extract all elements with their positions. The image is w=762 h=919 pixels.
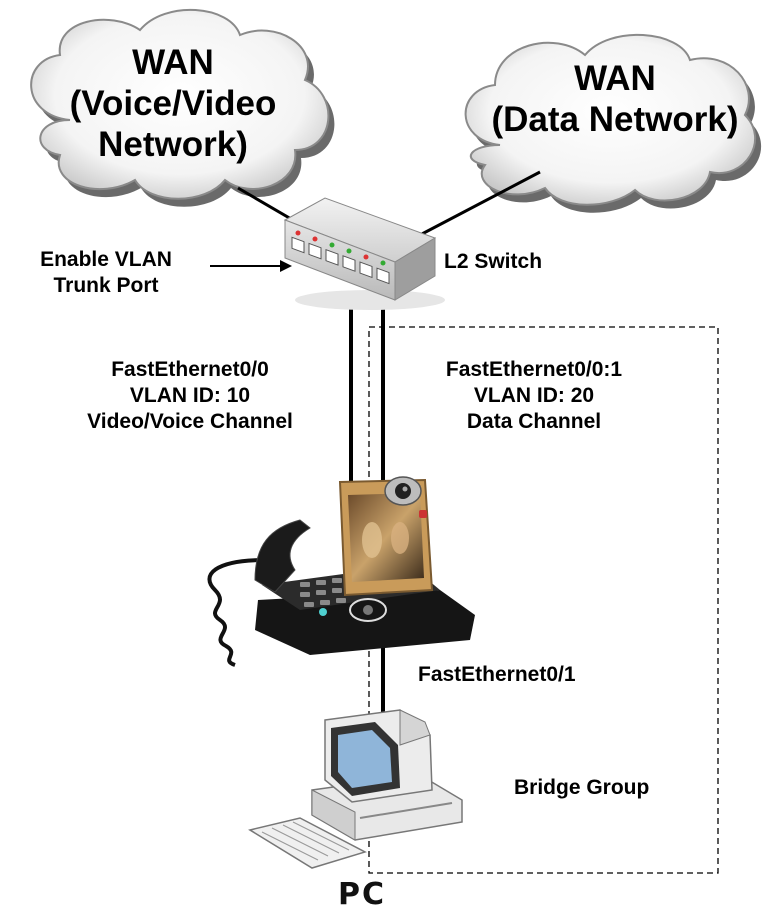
link-label-line: VLAN ID: 20: [473, 384, 595, 407]
l2-switch-icon: [283, 197, 445, 310]
trunk-port-note: Enable VLAN Trunk Port: [16, 247, 196, 299]
pc-icon: [248, 709, 463, 869]
wan-voice-video-cloud: [30, 9, 335, 207]
video-phone-icon: [207, 476, 475, 667]
wan-voice-video-label: WAN (Voice/Video Network): [42, 42, 304, 165]
wan-data-label: WAN (Data Network): [470, 58, 760, 140]
cloud-line: WAN: [574, 59, 656, 98]
link-data-cloud-to-switch: [419, 170, 541, 237]
cloud-shape: [464, 34, 757, 206]
trunk-note-line: Trunk Port: [53, 274, 159, 297]
link-label-line: VLAN ID: 10: [129, 384, 251, 407]
link-label-line: Data Channel: [466, 410, 602, 433]
pc-label: PC: [338, 877, 387, 912]
link-label-line: FastEthernet0/0:1: [445, 358, 623, 381]
vlan10-link-label: FastEthernet0/0 VLAN ID: 10 Video/Voice …: [58, 357, 322, 435]
l2-switch-label: L2 Switch: [444, 250, 543, 273]
bridge-group-label: Bridge Group: [514, 776, 650, 799]
bridge-group-box: [368, 326, 719, 874]
trunk-note-line: Enable VLAN: [40, 248, 172, 271]
wan-data-cloud: [464, 34, 762, 213]
link-label-line: FastEthernet0/0: [111, 358, 269, 381]
link-label-line: Video/Voice Channel: [87, 410, 293, 433]
cloud-shape: [30, 9, 330, 200]
trunk-port-arrow: [210, 260, 292, 272]
cloud-line: WAN: [132, 43, 214, 82]
pc-link-label: FastEthernet0/1: [418, 663, 576, 686]
vlan20-link-label: FastEthernet0/0:1 VLAN ID: 20 Data Chann…: [422, 357, 646, 435]
cloud-line: (Data Network): [491, 100, 739, 139]
cloud-line: Network): [98, 125, 248, 164]
cloud-line: (Voice/Video: [69, 84, 277, 123]
